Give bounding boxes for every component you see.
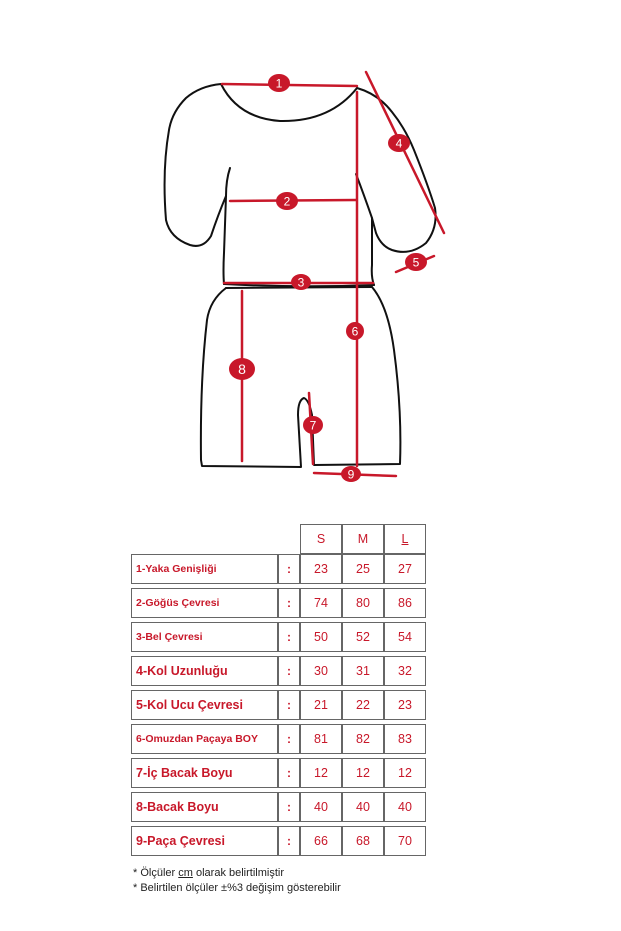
measurement-label: 1-Yaka Genişliği [131, 554, 278, 584]
measurement-label: 2-Göğüs Çevresi [131, 588, 278, 618]
value-m: 40 [342, 792, 384, 822]
value-m: 22 [342, 690, 384, 720]
value-l: 32 [384, 656, 426, 686]
svg-text:2: 2 [284, 195, 291, 209]
marker-7: 7 [303, 416, 323, 434]
value-l: 83 [384, 724, 426, 754]
separator-colon: : [278, 622, 300, 652]
svg-text:6: 6 [352, 325, 359, 339]
value-m: 52 [342, 622, 384, 652]
marker-4: 4 [388, 134, 410, 152]
value-s: 40 [300, 792, 342, 822]
svg-text:5: 5 [413, 256, 420, 270]
marker-1: 1 [268, 74, 290, 92]
row-spacer-cell [131, 856, 426, 860]
value-l: 12 [384, 758, 426, 788]
value-l: 23 [384, 690, 426, 720]
value-m: 31 [342, 656, 384, 686]
marker-8: 8 [229, 358, 255, 380]
value-l: 27 [384, 554, 426, 584]
value-s: 21 [300, 690, 342, 720]
value-m: 82 [342, 724, 384, 754]
measurement-label: 4-Kol Uzunluğu [131, 656, 278, 686]
value-l: 86 [384, 588, 426, 618]
garment-diagram: 1 2 3 4 5 6 7 8 9 [163, 70, 446, 482]
measurement-label: 5-Kol Ucu Çevresi [131, 690, 278, 720]
value-m: 68 [342, 826, 384, 856]
value-l: 54 [384, 622, 426, 652]
header-row: S M L [131, 524, 426, 554]
value-l: 70 [384, 826, 426, 856]
svg-text:1: 1 [276, 77, 283, 91]
value-m: 25 [342, 554, 384, 584]
measurement-label: 6-Omuzdan Paçaya BOY [131, 724, 278, 754]
value-s: 12 [300, 758, 342, 788]
marker-3: 3 [291, 274, 311, 290]
shorts-outline [199, 286, 402, 468]
svg-text:4: 4 [396, 137, 403, 151]
value-s: 30 [300, 656, 342, 686]
separator-colon: : [278, 724, 300, 754]
separator-colon: : [278, 758, 300, 788]
top-outline [163, 83, 437, 288]
separator-colon: : [278, 656, 300, 686]
notes: * Ölçüler cm olarak belirtilmiştir * Bel… [133, 866, 341, 896]
measurement-lines [220, 70, 446, 478]
marker-9: 9 [341, 466, 361, 482]
value-s: 50 [300, 622, 342, 652]
size-header-l: L [384, 524, 426, 554]
size-header-s: S [300, 524, 342, 554]
separator-colon: : [278, 792, 300, 822]
size-header-m: M [342, 524, 384, 554]
note-unit: * Ölçüler cm olarak belirtilmiştir [133, 867, 284, 879]
svg-text:9: 9 [348, 468, 355, 482]
value-s: 23 [300, 554, 342, 584]
svg-text:7: 7 [310, 419, 317, 433]
separator-colon: : [278, 826, 300, 856]
measurement-label: 8-Bacak Boyu [131, 792, 278, 822]
row-spacer [131, 856, 426, 860]
value-m: 80 [342, 588, 384, 618]
note-tolerance: * Belirtilen ölçüler ±%3 değişim göstere… [133, 882, 341, 894]
value-s: 81 [300, 724, 342, 754]
measurement-label: 7-İç Bacak Boyu [131, 758, 278, 788]
value-s: 66 [300, 826, 342, 856]
svg-text:8: 8 [238, 361, 246, 377]
value-l: 40 [384, 792, 426, 822]
marker-6: 6 [346, 322, 364, 340]
measurement-label: 9-Paça Çevresi [131, 826, 278, 856]
separator-colon: : [278, 690, 300, 720]
measurement-label: 3-Bel Çevresi [131, 622, 278, 652]
value-s: 74 [300, 588, 342, 618]
value-m: 12 [342, 758, 384, 788]
marker-2: 2 [276, 192, 298, 210]
separator-colon: : [278, 554, 300, 584]
measure-line-4 [364, 70, 446, 235]
marker-5: 5 [405, 253, 427, 271]
svg-text:3: 3 [298, 276, 305, 290]
separator-colon: : [278, 588, 300, 618]
